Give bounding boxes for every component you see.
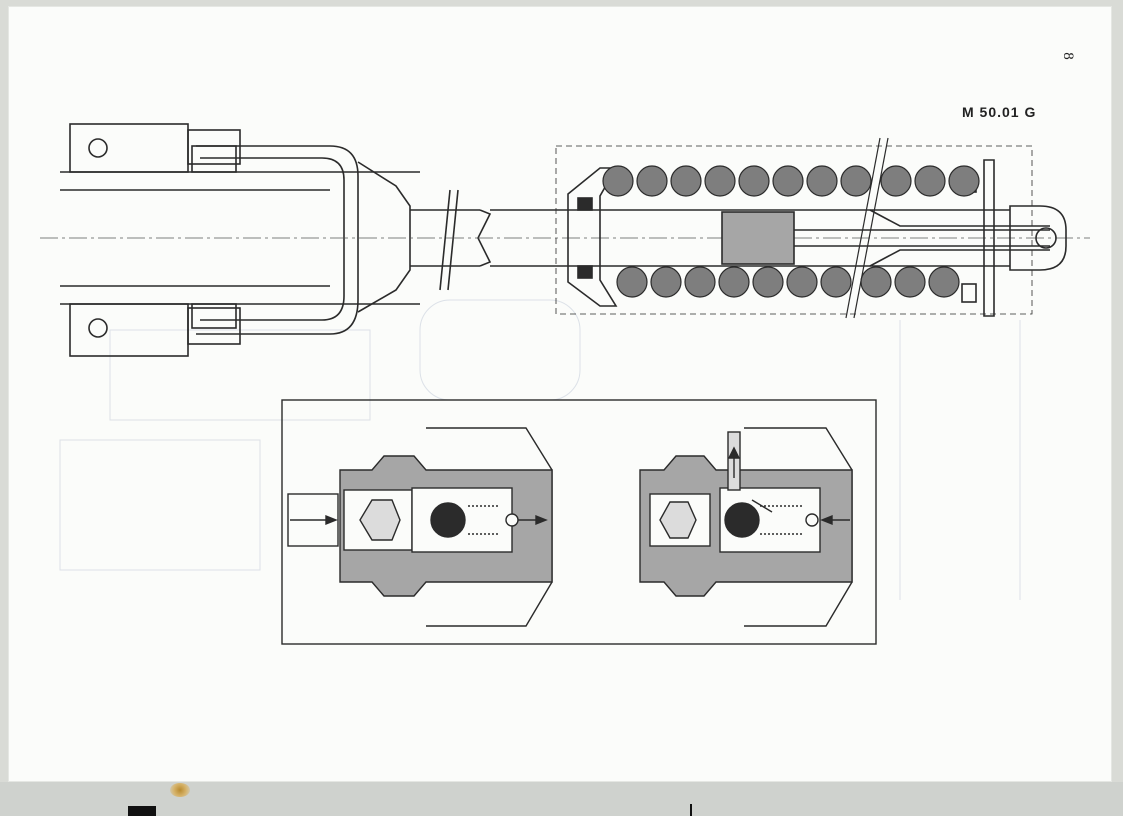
paper-stain: [170, 783, 190, 797]
detail-valve-closed: [639, 427, 853, 627]
fork-end-assembly: [60, 123, 492, 357]
next-page-edge: [0, 782, 1123, 816]
crop-mark-right: [690, 804, 692, 816]
spring-coils: [602, 165, 980, 298]
paper-sheet: [8, 6, 1112, 782]
crop-mark-left: [128, 806, 156, 816]
piston-tube: [490, 137, 1067, 319]
page-number: 8: [1060, 52, 1076, 60]
bottom-pin-hole: [88, 318, 108, 338]
drawing-code-label: M 50.01 G: [962, 104, 1037, 120]
piston-head: [721, 211, 795, 265]
detail-frame: [281, 399, 877, 645]
top-pin-hole: [88, 138, 108, 158]
detail-valve-open: [287, 427, 553, 627]
